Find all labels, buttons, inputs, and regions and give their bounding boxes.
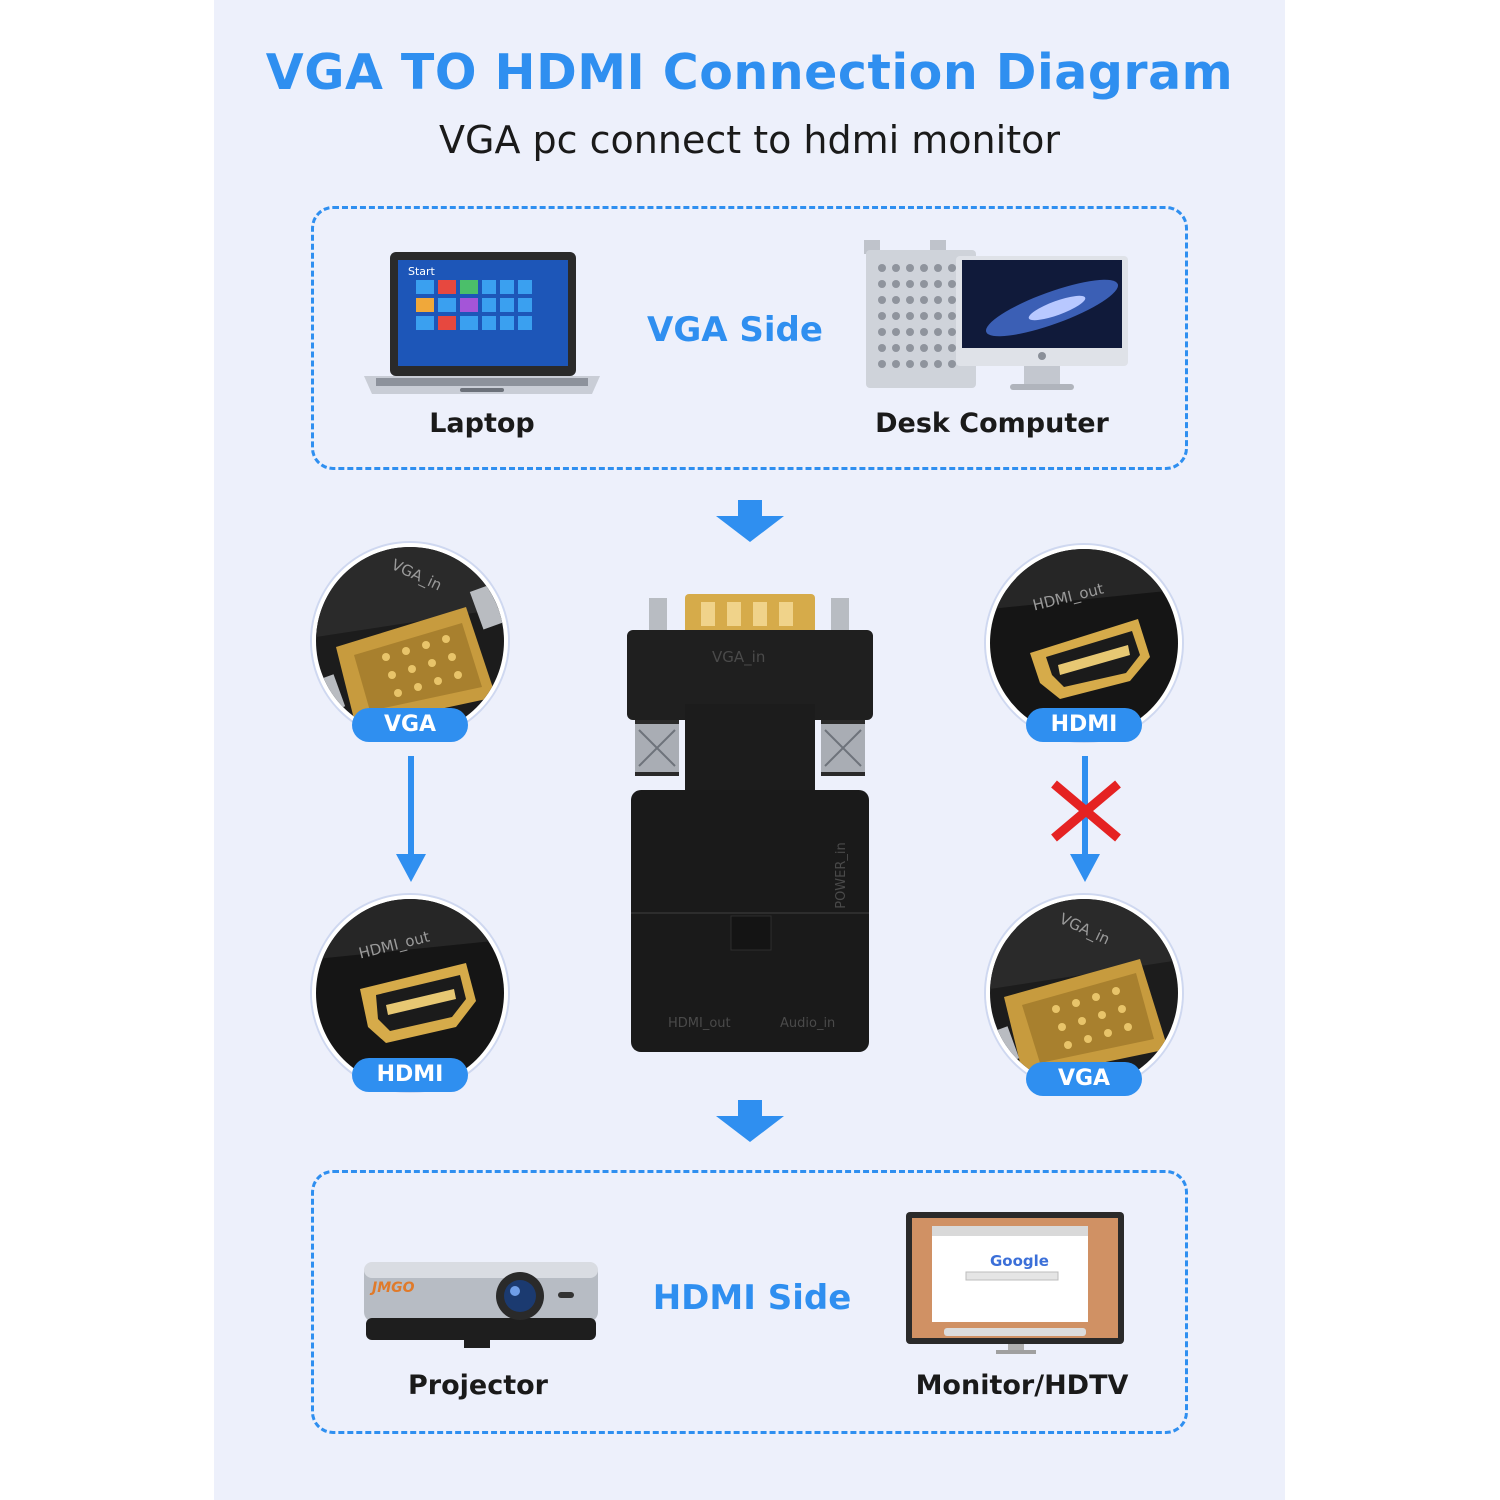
monitor-hdtv-label: Monitor/HDTV — [915, 1370, 1129, 1401]
laptop-label: Laptop — [429, 408, 535, 439]
projector-label: Projector — [408, 1370, 548, 1401]
adapter-audio-in-text: Audio_in — [780, 1016, 836, 1031]
vga-side-box — [311, 206, 1188, 470]
arrow-down-icon — [716, 500, 784, 542]
diagram-title: VGA TO HDMI Connection Diagram — [265, 44, 1234, 101]
vga-connector-circle-right — [986, 895, 1182, 1091]
left-arrow-down-icon — [396, 756, 426, 882]
laptop-screen-text: Start — [408, 265, 435, 278]
adapter-vga-in-text: VGA_in — [712, 648, 766, 666]
desktop-computer-icon — [864, 240, 1128, 390]
vga-side-label: VGA Side — [647, 310, 823, 350]
adapter-hdmi-out-text: HDMI_out — [668, 1016, 731, 1031]
vga-connector-circle-left — [312, 543, 508, 739]
right-hdmi-badge: HDMI — [1026, 708, 1142, 742]
laptop-icon — [364, 252, 600, 394]
hdmi-side-box — [311, 1170, 1188, 1434]
monitor-screen-text: Google — [990, 1252, 1049, 1270]
arrow-down-icon-bottom — [716, 1100, 784, 1142]
vga-to-hdmi-adapter-image — [627, 594, 873, 1052]
hdmi-port-circle-right — [986, 545, 1182, 741]
right-vga-badge: VGA — [1026, 1062, 1142, 1096]
diagram-subtitle: VGA pc connect to hdmi monitor — [439, 118, 1060, 162]
desk-computer-label: Desk Computer — [875, 408, 1109, 439]
hdmi-side-label: HDMI Side — [652, 1278, 852, 1318]
adapter-power-in-text: POWER_in — [833, 842, 849, 909]
hdmi-port-circle-left — [312, 895, 508, 1091]
projector-icon — [364, 1262, 598, 1348]
projector-brand-text: JMGO — [372, 1280, 415, 1296]
left-vga-badge: VGA — [352, 708, 468, 742]
left-hdmi-badge: HDMI — [352, 1058, 468, 1092]
monitor-icon — [906, 1212, 1124, 1354]
red-x-icon — [1051, 780, 1121, 842]
